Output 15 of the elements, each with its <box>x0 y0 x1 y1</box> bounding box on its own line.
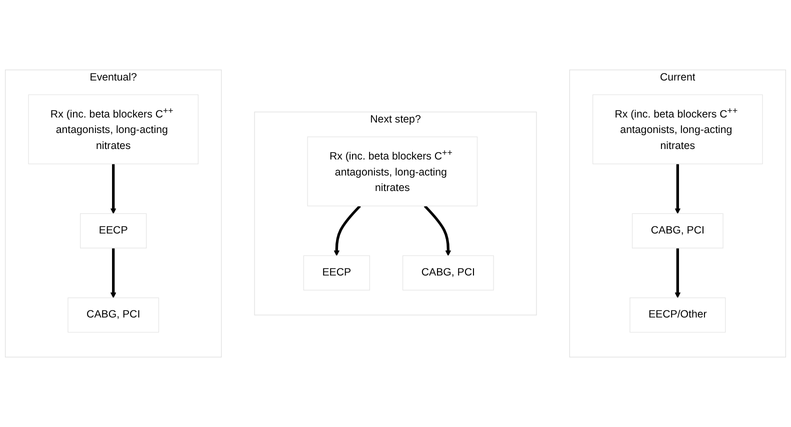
arrow <box>674 164 681 214</box>
node-box: Rx (inc. beta blockers C$^{++}$ antagonists, long-acting nitrates <box>307 136 478 206</box>
arrow <box>424 205 452 256</box>
node-box: Rx (inc. beta blockers C$^{++}$ antagonists, long-acting nitrates <box>28 94 199 164</box>
node-box: EECP <box>303 255 370 290</box>
arrow <box>110 164 116 214</box>
arrow <box>674 248 681 298</box>
arrow <box>334 205 361 256</box>
arrow <box>110 248 116 298</box>
node-box: CABG, PCI <box>402 255 494 290</box>
node-box: EECP/Other <box>630 297 726 333</box>
node-box: Rx (inc. beta blockers C$^{++}$ antagonists, long-acting nitrates <box>592 94 763 164</box>
node-box: CABG, PCI <box>632 213 724 248</box>
node-box: EECP <box>80 213 147 248</box>
node-box: CABG, PCI <box>68 297 160 333</box>
